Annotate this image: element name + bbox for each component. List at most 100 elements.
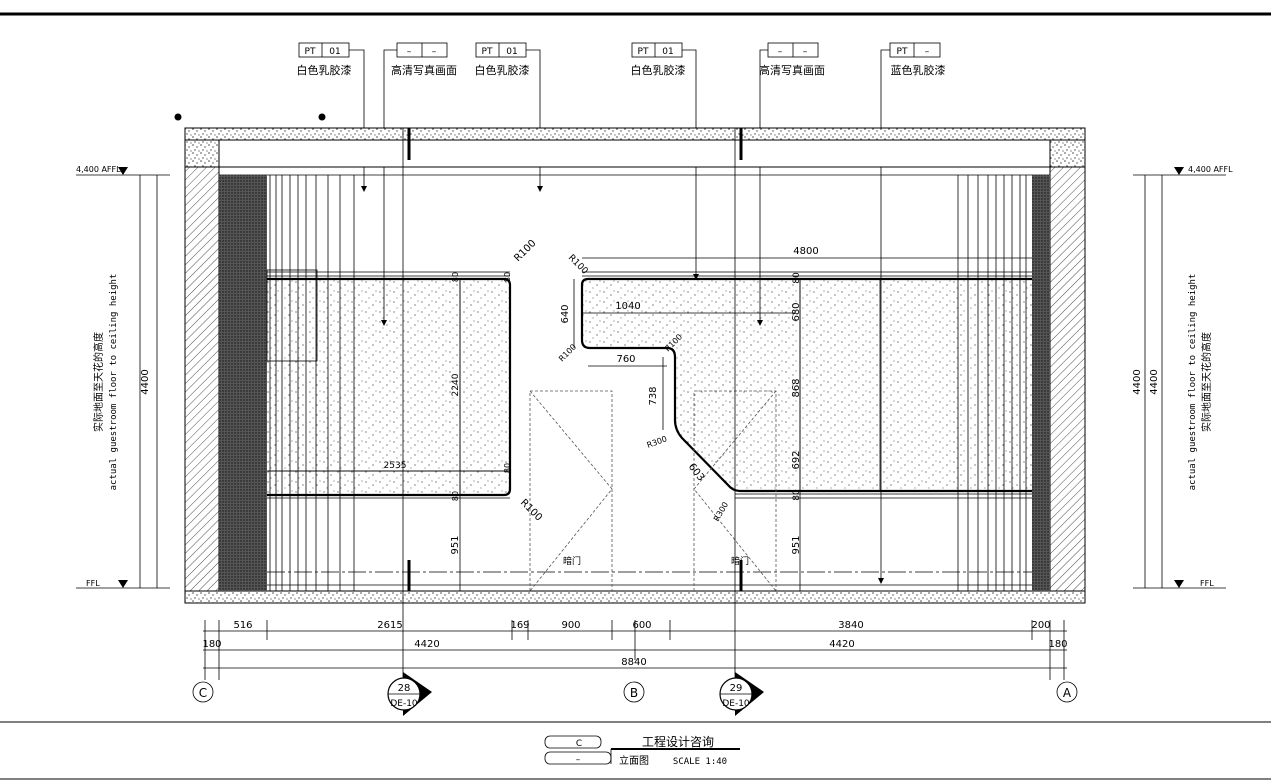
height-label-en: actual guestroom floor to ceiling height [1188, 274, 1198, 491]
reference-dot [318, 113, 326, 121]
grid-bubble: B [623, 681, 645, 703]
dim-4800: 4800 [793, 246, 818, 257]
dim-80: 80 [792, 489, 802, 501]
material-tag: – – 高清写真画面 [759, 42, 825, 77]
tag-code: PT [638, 47, 649, 57]
dim-951: 951 [450, 535, 461, 554]
tag-num: 01 [662, 47, 673, 57]
section-ref: DE-10 [722, 699, 750, 709]
tag-num: – [432, 47, 437, 57]
ceiling-slab [184, 127, 1086, 141]
svg-text:C: C [199, 686, 207, 700]
left-dark-strip [219, 175, 267, 591]
left-wall [184, 166, 220, 592]
dim-2240: 2240 [451, 373, 461, 396]
left-image-panel [267, 279, 510, 495]
height-label-cn: 实际地面至天花的高度 [92, 332, 105, 432]
section-num: 28 [398, 683, 411, 694]
right-image-panel [582, 279, 1032, 491]
dim-180: 180 [1048, 639, 1067, 650]
title-code: C [576, 739, 582, 749]
radius-label: R300 [646, 434, 669, 450]
section-symbol: 29 DE-10 [719, 672, 764, 716]
title-view: 立面图 [619, 754, 649, 767]
height-label-cn: 实际地面至天花的高度 [1200, 332, 1213, 432]
level-bottom: FFL [86, 579, 100, 588]
title-company: 工程设计咨询 [642, 734, 714, 749]
title-scale: SCALE 1:40 [673, 757, 727, 767]
left-small-panel [266, 269, 318, 362]
height-dim: 4400 [1149, 369, 1160, 394]
material-tag: PT 01 白色乳胶漆 [297, 42, 352, 77]
level-bottom: FFL [1200, 579, 1214, 588]
dim-80: 80 [503, 272, 512, 282]
height-dim: 4400 [1132, 369, 1143, 394]
tag-num: – [925, 47, 930, 57]
dim-1040: 1040 [615, 301, 640, 312]
dim-80: 80 [451, 491, 460, 501]
title-block: C – 工程设计咨询 立面图 SCALE 1:40 [544, 734, 740, 767]
radius-label: R300 [712, 500, 730, 523]
section-symbol: 28 DE-10 [387, 672, 432, 716]
radius-label: R100 [557, 342, 578, 363]
dim-692: 692 [791, 450, 802, 469]
dim-169: 169 [510, 620, 529, 631]
door-label: 暗门 [563, 555, 581, 567]
tag-material: 白色乳胶漆 [631, 63, 686, 77]
svg-text:A: A [1063, 686, 1072, 700]
dim-600: 600 [632, 620, 651, 631]
tag-code: PT [482, 47, 493, 57]
dim-2535: 2535 [384, 461, 407, 471]
dim-868: 868 [791, 378, 802, 397]
title-sub: – [576, 755, 581, 765]
tag-code: PT [897, 47, 908, 57]
section-num: 29 [730, 683, 743, 694]
dim-4420: 4420 [414, 639, 439, 650]
radius-label: R100 [566, 253, 590, 277]
right-wall [1049, 166, 1086, 592]
grid-bubble: C [192, 681, 214, 703]
tag-code: – [407, 47, 412, 57]
radius-label: R100 [518, 497, 544, 523]
level-markers-right: 4,400 AFFL FFL 4400 4400 实际地面至天花的高度 actu… [1132, 165, 1233, 589]
tag-material: 蓝色乳胶漆 [891, 63, 946, 77]
tag-num: 01 [506, 47, 517, 57]
rails [267, 271, 1032, 586]
dim-80: 80 [451, 272, 460, 282]
dim-200: 200 [1031, 620, 1050, 631]
dim-4420: 4420 [829, 639, 854, 650]
dim-180: 180 [202, 639, 221, 650]
panel-dim-lines [268, 257, 1032, 495]
dim-2615: 2615 [377, 620, 402, 631]
level-top: 4,400 AFFL [1188, 165, 1233, 174]
floor-slab [184, 590, 1086, 604]
dim-3840: 3840 [838, 620, 863, 631]
dim-total: 8840 [621, 657, 646, 668]
reference-dot [174, 113, 182, 121]
dim-738: 738 [648, 386, 659, 405]
height-dim: 4400 [140, 369, 151, 394]
tag-material: 高清写真画面 [391, 63, 457, 77]
material-tag: PT 01 白色乳胶漆 [475, 42, 530, 77]
dim-640: 640 [560, 304, 571, 323]
right-dark-strip [1032, 175, 1050, 591]
material-tag: – – 高清写真画面 [391, 42, 457, 77]
ceiling-recess [218, 139, 1051, 168]
material-tag: PT – 蓝色乳胶漆 [889, 42, 946, 77]
height-label-en: actual guestroom floor to ceiling height [109, 274, 119, 491]
level-markers-left: 4,400 AFFL FFL 4400 实际地面至天花的高度 actual gu… [76, 165, 170, 589]
material-tag: PT 01 白色乳胶漆 [631, 42, 686, 77]
hidden-door-left [529, 390, 613, 592]
dim-603: 603 [686, 462, 706, 484]
radius-label: R100 [512, 238, 538, 264]
bottom-dim-lines [203, 620, 1067, 680]
tag-material: 白色乳胶漆 [475, 63, 530, 77]
section-ref: DE-10 [390, 699, 418, 709]
dim-900: 900 [561, 620, 580, 631]
tag-num: 01 [329, 47, 340, 57]
dim-680: 680 [791, 302, 802, 321]
tag-code: PT [305, 47, 316, 57]
level-top: 4,400 AFFL [76, 165, 121, 174]
dim-951: 951 [791, 535, 802, 554]
